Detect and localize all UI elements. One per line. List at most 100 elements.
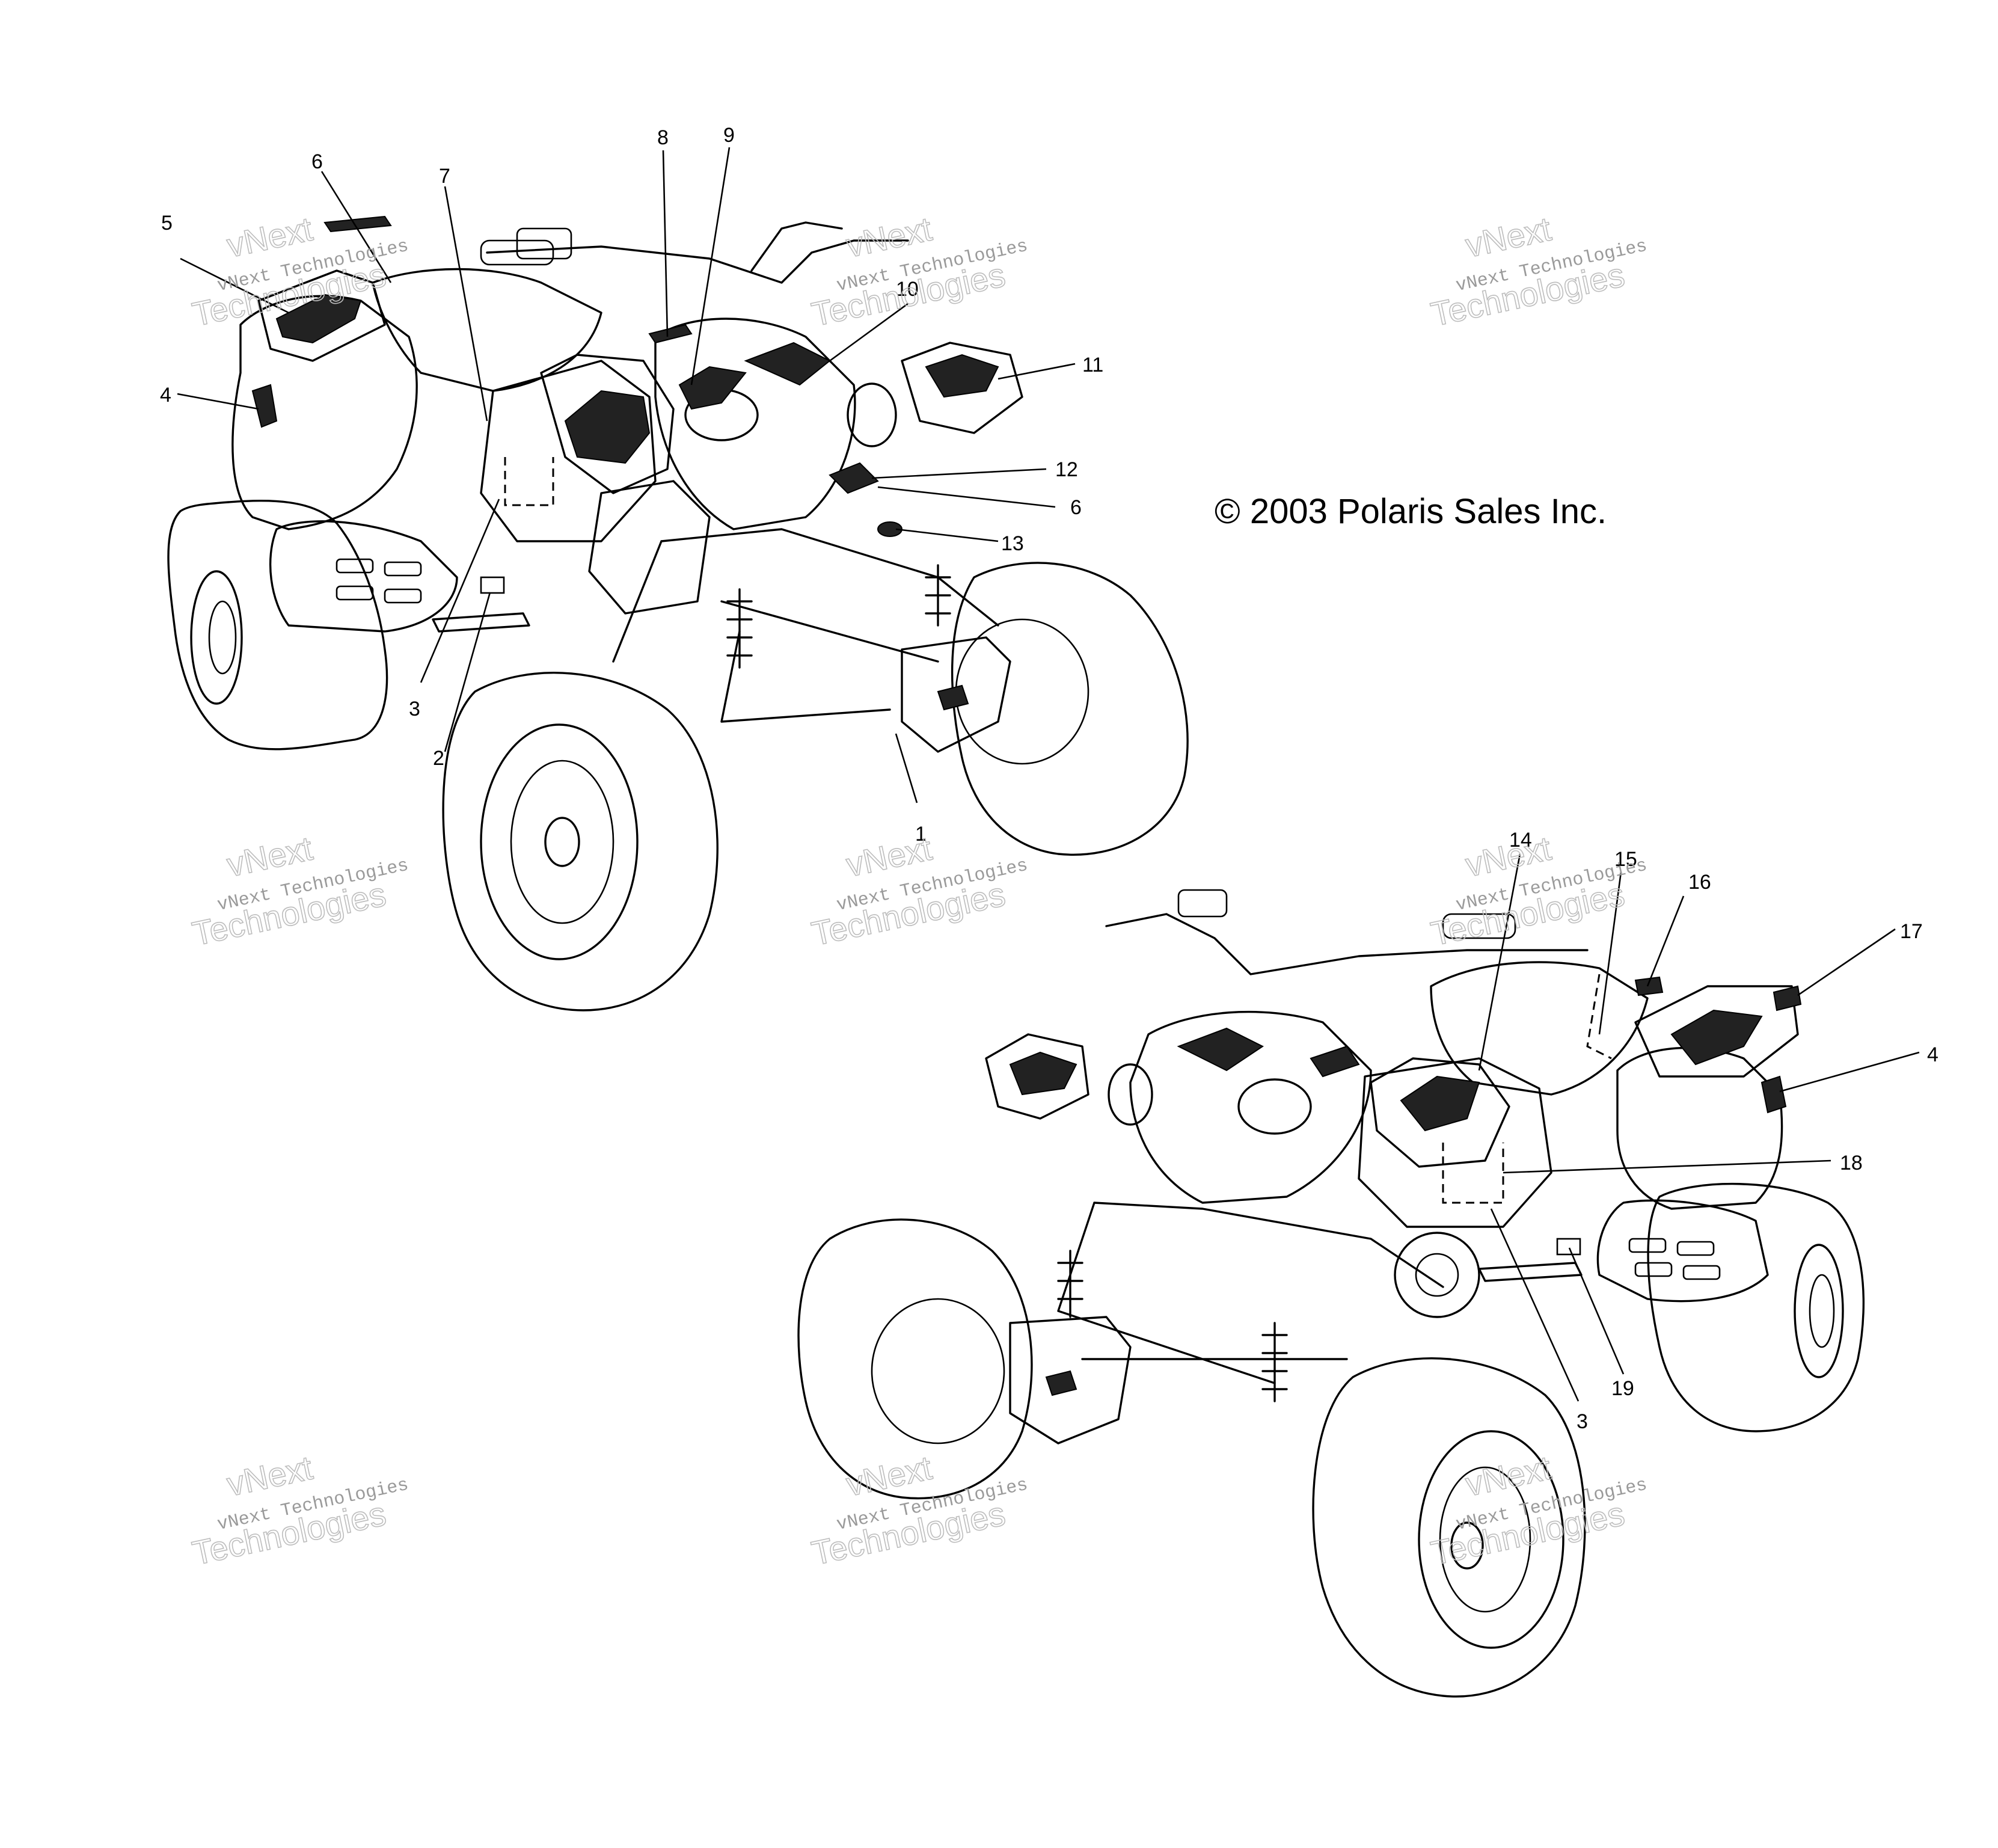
atv1-bumper-decal-1 — [937, 684, 969, 711]
callout-4b: 4 — [1927, 1043, 1938, 1066]
atv1-seat-decal-6 — [323, 215, 392, 233]
atv2-bumper-decal — [1045, 1370, 1077, 1396]
leader-11 — [997, 363, 1076, 380]
atv2-seat-decal-15 — [1586, 974, 1612, 1060]
atv1-rear-wheel-hub — [190, 570, 243, 705]
callout-2: 2 — [433, 747, 444, 770]
leader-15 — [1598, 871, 1622, 1035]
atv1-rear-panel — [257, 269, 386, 362]
atv2-grip-right — [1442, 913, 1516, 939]
svg-text:vNext: vNext — [1462, 829, 1555, 883]
atv2-front-fender-right — [1370, 1057, 1510, 1168]
watermarks: vNext vNext Technologies Technologies vN… — [189, 209, 1649, 1573]
callout-3: 3 — [409, 698, 420, 720]
callout-3b: 3 — [1577, 1410, 1588, 1433]
atv2-hood-decal-14 — [1310, 1045, 1360, 1078]
atv1-front-fender-decal-11 — [925, 354, 999, 398]
atv1-front-left-rim-inner — [510, 760, 614, 924]
atv2-hood — [1129, 1010, 1372, 1204]
atv2-seat — [1430, 961, 1649, 1096]
watermark-9: vNext vNext Technologies Technologies — [1427, 1448, 1649, 1573]
atv1-hood-decal-12 — [829, 462, 879, 494]
leader-10 — [829, 302, 909, 362]
atv2-shock-left — [1057, 1250, 1083, 1318]
leader-18 — [1503, 1159, 1831, 1174]
callout-4: 4 — [160, 384, 171, 407]
leader-6 — [320, 171, 392, 283]
svg-text:vNext: vNext — [843, 1448, 936, 1503]
callout-13: 13 — [1001, 532, 1024, 555]
callout-15: 15 — [1614, 848, 1637, 871]
callout-6: 6 — [311, 150, 323, 173]
atv1-seat — [372, 268, 602, 392]
atv2-engine-cover — [1394, 1232, 1480, 1318]
atv2-engine-cover-inner — [1415, 1253, 1459, 1297]
atv1-rear-wheel — [167, 500, 388, 751]
leader-2 — [444, 592, 491, 752]
watermark-8: vNext vNext Technologies Technologies — [808, 1448, 1030, 1573]
atv1-rear-decal-4 — [251, 384, 278, 428]
watermark-2: vNext vNext Technologies Technologies — [808, 209, 1030, 334]
atv2-rear-wheel — [1647, 1182, 1865, 1432]
atv2-rear-graphic — [1670, 1009, 1763, 1066]
atv1-front-fender-right — [901, 342, 1023, 434]
atv1-footrest — [432, 612, 530, 633]
svg-text:vNext: vNext — [224, 1448, 316, 1503]
leader-9 — [690, 147, 731, 385]
atv2-front-fender-left-decal — [1009, 1051, 1077, 1096]
callout-5: 5 — [161, 212, 173, 235]
leader-7 — [444, 186, 488, 422]
callout-19: 19 — [1611, 1377, 1634, 1400]
leader-8 — [662, 150, 669, 337]
atv1-rear-decal-5 — [275, 293, 362, 344]
atv1-front-bumper — [901, 636, 1011, 753]
callout-12: 12 — [1055, 458, 1078, 481]
atv1-front-right-wheel — [951, 562, 1189, 856]
atv1-frame — [612, 528, 999, 723]
atv2-front-fender-decal — [1400, 1075, 1480, 1132]
atv2-rear-fender — [1616, 1046, 1783, 1210]
atv2-side-decal-18 — [1442, 1143, 1504, 1204]
leader-3b — [1490, 1208, 1580, 1402]
callout-11: 11 — [1082, 354, 1103, 376]
atv2-front-bumper — [1009, 1316, 1132, 1444]
callout-7: 7 — [439, 165, 450, 188]
leader-16 — [1646, 895, 1685, 987]
atv2-shock-right — [1261, 1322, 1288, 1402]
atv2-front-right-axle — [1450, 1521, 1484, 1570]
atv2-rear-decal-4 — [1761, 1075, 1787, 1114]
leader-3 — [420, 499, 500, 683]
copyright-notice: © 2003 Polaris Sales Inc. — [1215, 492, 1607, 531]
atv1-tail-light-3 — [336, 585, 374, 601]
atv1-front-left-axle — [544, 817, 580, 867]
callout-17: 17 — [1900, 920, 1923, 943]
atv2-footrest — [1478, 1262, 1583, 1282]
atv2-tail-light-1 — [1628, 1238, 1667, 1253]
atv1-shock-left — [726, 588, 753, 669]
atv1-handlebar — [486, 239, 909, 284]
atv1-front-left-wheel — [442, 672, 719, 1011]
callout-10: 10 — [896, 278, 919, 301]
atv2-rear-decal-17 — [1773, 985, 1802, 1011]
atv1-hood-decal-8 — [648, 324, 693, 344]
callout-18: 18 — [1840, 1152, 1863, 1174]
atv1-front-fender-left — [540, 354, 675, 494]
atv2-front-right-wheel — [1312, 1357, 1586, 1698]
leader-6b — [877, 486, 1056, 508]
leader-4b — [1779, 1051, 1920, 1093]
callout-14: 14 — [1509, 829, 1532, 852]
leader-17 — [1797, 928, 1896, 996]
atv1-hood-decal-9 — [678, 366, 747, 410]
atv1-front-fender-decal-7 — [564, 390, 651, 464]
atv1-hood — [654, 318, 856, 530]
atv1-tail-light-1 — [336, 558, 374, 574]
svg-text:vNext: vNext — [1462, 1448, 1555, 1503]
atv2-headlight-right — [1237, 1078, 1312, 1135]
atv1-headlight-right — [847, 382, 897, 447]
leader-1 — [895, 733, 918, 803]
atv2-front-right-rim-inner — [1439, 1466, 1531, 1613]
leader-19 — [1568, 1247, 1625, 1375]
callout-9: 9 — [723, 124, 735, 147]
atv1-engine — [588, 480, 711, 615]
